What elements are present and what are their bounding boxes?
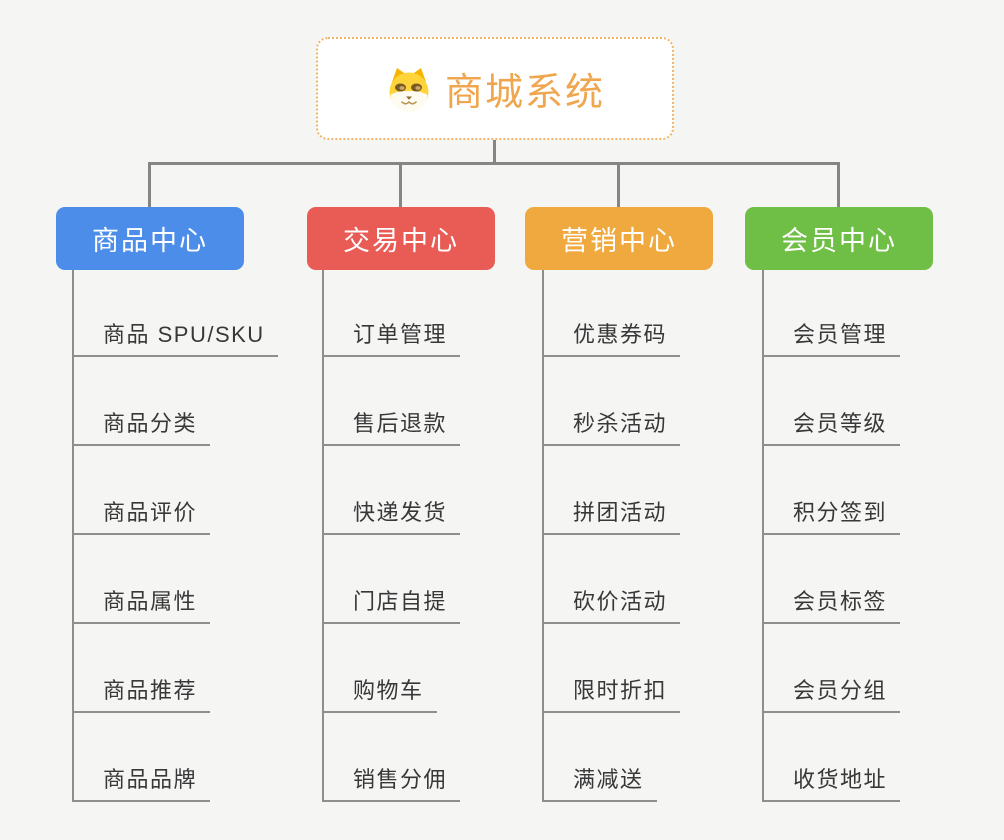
topic-item[interactable]: 商品评价 [72, 497, 211, 535]
connector-drop-branch-1 [148, 162, 151, 208]
branch-label: 营销中心 [561, 226, 677, 256]
topic-item[interactable]: 会员分组 [762, 675, 901, 713]
topic-item[interactable]: 砍价活动 [542, 586, 681, 624]
branch-spine-member-center [762, 270, 764, 800]
root-title: 商城系统 [444, 72, 605, 114]
topic-item[interactable]: 收货地址 [762, 764, 901, 802]
root-node[interactable]: 商城系统 [316, 37, 674, 140]
branch-spine-marketing-center [542, 270, 544, 800]
branch-node-marketing-center[interactable]: 营销中心 [525, 207, 713, 270]
topic-item[interactable]: 商品品牌 [72, 764, 211, 802]
topic-item[interactable]: 销售分佣 [322, 764, 461, 802]
topic-item[interactable]: 秒杀活动 [542, 408, 681, 446]
topic-item[interactable]: 限时折扣 [542, 675, 681, 713]
topic-item[interactable]: 订单管理 [322, 319, 461, 357]
topic-item[interactable]: 积分签到 [762, 497, 901, 535]
branch-label: 交易中心 [343, 226, 459, 256]
branch-node-member-center[interactable]: 会员中心 [745, 207, 933, 270]
topic-item[interactable]: 购物车 [322, 675, 437, 713]
branch-node-product-center[interactable]: 商品中心 [56, 207, 244, 270]
topic-item[interactable]: 商品属性 [72, 586, 211, 624]
topic-item[interactable]: 商品推荐 [72, 675, 211, 713]
branch-spine-trade-center [322, 270, 324, 800]
topic-item[interactable]: 拼团活动 [542, 497, 681, 535]
topic-item[interactable]: 快递发货 [322, 497, 461, 535]
shiba-dog-icon [389, 67, 429, 111]
branch-label: 会员中心 [781, 226, 897, 256]
connector-branch-rail [148, 162, 840, 165]
topic-item[interactable]: 售后退款 [322, 408, 461, 446]
topic-item[interactable]: 门店自提 [322, 586, 461, 624]
topic-item[interactable]: 商品分类 [72, 408, 211, 446]
topic-item[interactable]: 商品 SPU/SKU [72, 319, 278, 357]
connector-drop-branch-3 [617, 162, 620, 208]
branch-spine-product-center [72, 270, 74, 800]
topic-item[interactable]: 会员标签 [762, 586, 901, 624]
topic-item[interactable]: 会员等级 [762, 408, 901, 446]
branch-node-trade-center[interactable]: 交易中心 [307, 207, 495, 270]
topic-item[interactable]: 满减送 [542, 764, 657, 802]
topic-item[interactable]: 优惠券码 [542, 319, 681, 357]
topic-item[interactable]: 会员管理 [762, 319, 901, 357]
connector-drop-branch-4 [837, 162, 840, 208]
connector-root-drop [493, 139, 496, 164]
branch-label: 商品中心 [92, 226, 208, 256]
connector-drop-branch-2 [399, 162, 402, 208]
